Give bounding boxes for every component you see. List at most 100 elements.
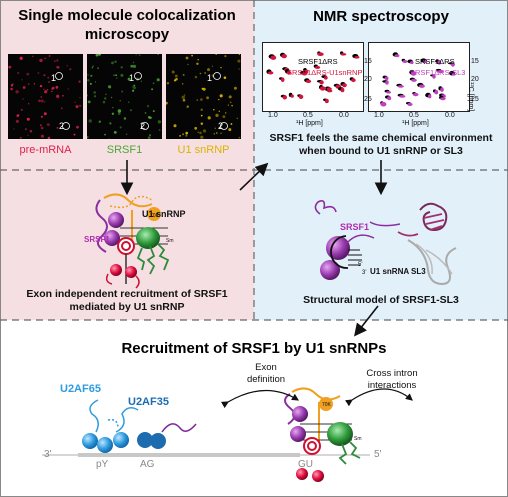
micrograph-dot xyxy=(139,54,141,56)
micrograph-dot xyxy=(89,82,92,85)
sl3-5prime-label: 5' xyxy=(358,262,362,268)
nmr-peak xyxy=(286,71,292,74)
micrograph-dot xyxy=(227,104,229,106)
micrograph-dot xyxy=(113,131,117,134)
micrograph-dot xyxy=(202,129,207,133)
micrograph-dot xyxy=(17,71,20,75)
sl3-3prime-label: 3' xyxy=(362,270,366,276)
nmr-caption-line2: when bound to U1 snRNP or SL3 xyxy=(299,145,463,157)
spot-label-2-b: 2 xyxy=(140,121,146,131)
micrograph-dot xyxy=(236,117,238,119)
micrograph-dot xyxy=(225,112,227,114)
micrograph-dot xyxy=(147,136,151,139)
micrograph-dot xyxy=(157,120,161,124)
model-right-caption: Structural model of SRSF1-SL3 xyxy=(303,294,459,306)
micrograph-dot xyxy=(98,54,101,56)
micrograph-dot xyxy=(67,88,69,90)
micrograph-dot xyxy=(204,72,206,74)
micrograph-dot xyxy=(191,54,193,57)
micrograph-dot xyxy=(196,62,199,65)
micrograph-dot xyxy=(185,134,188,137)
micrograph-dot xyxy=(79,97,81,99)
micrograph-dot xyxy=(200,108,203,111)
nmr-left-ytick-2: 20 xyxy=(364,76,372,83)
channel-label-pre-mrna: pre-mRNA xyxy=(19,144,72,156)
nmr-peak xyxy=(440,87,444,92)
micrograph-dot xyxy=(69,68,72,71)
micrograph-dot xyxy=(119,100,121,102)
micrograph-dot xyxy=(157,54,160,56)
micrograph-dot xyxy=(152,110,155,113)
micrograph-dot xyxy=(44,57,46,60)
cross-intron-arrow xyxy=(345,388,413,407)
nmr-peak xyxy=(399,95,406,98)
nmr-left-xtick-1: 1.0 xyxy=(268,112,278,119)
nmr-peak xyxy=(340,53,347,56)
micrograph-dot xyxy=(90,74,93,77)
micrograph-dot xyxy=(46,123,50,127)
nmr-peak xyxy=(342,83,347,88)
exon-definition-line1: Exon xyxy=(255,362,277,373)
u1-label-left: U1 snRNP xyxy=(142,209,186,219)
colocalization-ring xyxy=(62,122,70,130)
micrograph-dot xyxy=(194,75,198,79)
nmr-peak xyxy=(281,54,287,59)
micrograph-dot xyxy=(51,86,55,90)
micrograph-dot xyxy=(171,70,175,74)
colocalization-ring xyxy=(213,72,221,80)
nmr-right-ytick-3: 25 xyxy=(471,96,479,103)
micrograph-dot xyxy=(74,101,76,103)
nmr-right-legend1: SRSF1ΔRS xyxy=(415,57,455,66)
micrograph-dot xyxy=(21,79,23,81)
nmr-peak xyxy=(282,95,287,100)
micrograph-dot xyxy=(201,87,204,90)
nmr-left-legend2: SRSF1ΔRS-U1snRNP xyxy=(287,68,363,77)
nmr-peak xyxy=(280,77,285,82)
micrograph-dot xyxy=(182,133,185,136)
micrograph-dot xyxy=(215,54,217,55)
micrograph-dot xyxy=(15,119,19,123)
micrograph-dot xyxy=(32,55,34,57)
nmr-peak xyxy=(412,92,419,97)
micrograph-dot xyxy=(87,79,90,82)
channel-label-u1-snrnp: U1 snRNP xyxy=(177,144,230,156)
model-left-caption-line1: Exon independent recruitment of SRSF1 xyxy=(26,288,228,300)
micrograph-dot xyxy=(91,67,93,69)
sl3-label: U1 snRNA SL3 xyxy=(370,267,426,276)
micrograph-dot xyxy=(133,84,136,87)
nmr-right-xtick-3: 0.0 xyxy=(445,112,455,119)
micrograph-dot xyxy=(40,115,43,118)
u2af35-model xyxy=(137,423,197,449)
micrograph-dot xyxy=(43,74,46,77)
micrograph-dot xyxy=(37,72,40,74)
nmr-peak xyxy=(305,79,312,83)
micrograph-dot xyxy=(129,109,133,112)
micrograph-dot xyxy=(93,91,97,94)
spot-label-2-c: 2 xyxy=(218,121,224,131)
nmr-peak xyxy=(323,76,328,80)
micrograph-dot xyxy=(56,59,59,62)
micrograph-dot xyxy=(186,105,189,108)
nmr-caption: SRSF1 feels the same chemical environmen… xyxy=(254,132,508,158)
srsf1-sl3-model xyxy=(314,200,457,286)
nmr-spectrum-right xyxy=(368,42,470,112)
micrograph-dot xyxy=(94,81,97,83)
micrograph-dot xyxy=(111,61,114,65)
micrograph-dot xyxy=(117,109,122,113)
micrograph-dot xyxy=(92,65,94,67)
micrograph-dot xyxy=(238,136,241,139)
nmr-right-xtick-2: 0.5 xyxy=(409,112,419,119)
micrograph-dot xyxy=(214,127,217,130)
micrograph-dot xyxy=(120,73,124,77)
micrograph-dot xyxy=(29,129,33,133)
nmr-peak xyxy=(450,62,455,67)
nmr-peak xyxy=(434,90,439,95)
micrograph-dot xyxy=(183,94,186,96)
micrograph-dot xyxy=(97,67,99,70)
micrograph-dot xyxy=(104,97,107,100)
micrograph-dot xyxy=(135,54,137,56)
micrograph-dot xyxy=(26,117,30,121)
micrograph-dot xyxy=(108,85,112,89)
micrograph-dot xyxy=(216,132,218,134)
microscopy-title-line2: microscopy xyxy=(84,26,170,43)
